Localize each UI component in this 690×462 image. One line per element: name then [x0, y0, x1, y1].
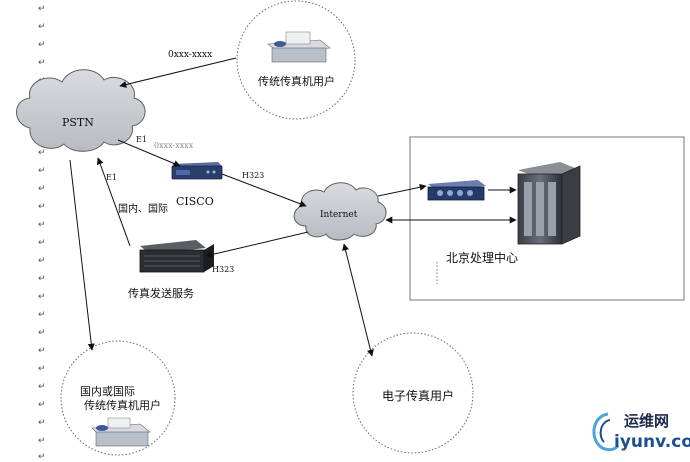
- paragraph-mark: ↵: [38, 166, 46, 176]
- cisco-router: [171, 162, 223, 180]
- watermark-cn: 运维网: [624, 412, 670, 430]
- processing-center-label: 北京处理中心: [446, 251, 519, 265]
- paragraph-mark: ↵: [38, 436, 46, 446]
- paragraph-mark: ↵: [38, 256, 46, 266]
- watermark-swirl-icon: [592, 412, 620, 452]
- server-rack: [517, 162, 581, 245]
- domestic-fax-user-label-2: 传统传真机用户: [84, 399, 161, 412]
- paragraph-mark: ↵: [38, 58, 46, 68]
- paragraph-mark: ↵: [38, 346, 46, 356]
- h323-label-cisco: H323: [242, 171, 265, 180]
- fax-machine-bottom: [91, 417, 151, 447]
- e1-label-mid: E1: [136, 135, 147, 144]
- paragraph-mark: ↵: [38, 364, 46, 374]
- watermark-en: iyunv.com: [614, 432, 690, 452]
- pstn-label: PSTN: [62, 116, 94, 129]
- traditional-fax-user-label: 传统传真机用户: [258, 75, 335, 88]
- fax-server: [139, 240, 214, 273]
- paragraph-mark: ↵: [38, 382, 46, 392]
- electronic-fax-user-circle: [352, 332, 474, 454]
- paragraph-mark: ↵: [38, 328, 46, 338]
- paragraph-mark: ↵: [38, 292, 46, 302]
- edge-faxuser-to-pstn: [119, 57, 237, 88]
- electronic-fax-user-label: 电子传真用户: [382, 389, 455, 403]
- fax-machine-top: [267, 31, 331, 63]
- paragraph-mark: ↵: [38, 310, 46, 320]
- edge-pstn-to-domestic-user: [69, 159, 95, 351]
- paragraph-mark: ↵: [38, 452, 46, 462]
- domestic-fax-user-label-1: 国内或国际: [80, 385, 135, 398]
- e1-label-left: E1: [106, 173, 117, 182]
- edge-internet-to-device: [377, 183, 427, 197]
- fax-server-label: 传真发送服务: [128, 287, 194, 300]
- paragraph-mark: ↵: [38, 202, 46, 212]
- paragraph-mark: ↵: [38, 40, 46, 50]
- paragraph-mark: ↵: [38, 184, 46, 194]
- edge-internet-to-server: [205, 231, 309, 258]
- edge-internet-electronic-user: [342, 243, 374, 357]
- site-watermark: 运维网 iyunv.com: [588, 408, 690, 456]
- traditional-fax-user-circle: [236, 0, 356, 120]
- edge-pstn-to-cisco: [117, 139, 181, 167]
- pstn-cloud: [16, 69, 146, 152]
- domestic-fax-user-circle: [60, 340, 176, 456]
- processing-device: [427, 180, 486, 201]
- cisco-label: CISCO: [176, 195, 214, 208]
- number-label-mid: 0xxx-xxxx: [154, 141, 194, 150]
- paragraph-mark: ↵: [38, 22, 46, 32]
- internet-label: Internet: [320, 210, 358, 220]
- paragraph-mark: ↵: [38, 418, 46, 428]
- h323-label-server: H323: [212, 265, 235, 274]
- number-label-top: 0xxx-xxxx: [168, 50, 213, 60]
- domestic-international-label: 国内、国际: [118, 204, 168, 215]
- paragraph-mark: ↵: [38, 220, 46, 230]
- internet-cloud: [293, 182, 387, 241]
- paragraph-mark: ↵: [38, 4, 46, 14]
- edge-cisco-to-internet: [221, 173, 307, 208]
- paragraph-mark: ↵: [38, 148, 46, 158]
- paragraph-mark: ↵: [38, 400, 46, 410]
- paragraph-mark: ↵: [38, 238, 46, 248]
- paragraph-mark: ↵: [38, 274, 46, 284]
- edge-server-to-pstn: [96, 157, 131, 247]
